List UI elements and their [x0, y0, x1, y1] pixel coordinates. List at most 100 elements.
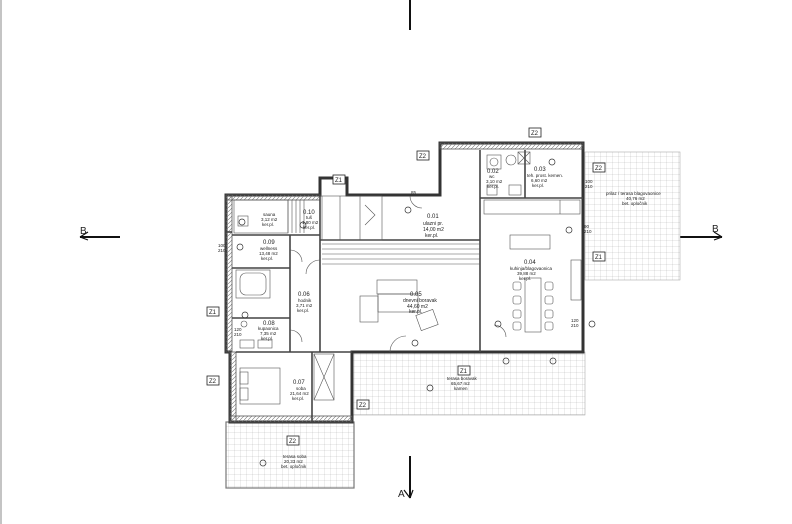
room-label-0-07: 0.07 soba 21,64 m2 ker.pl. — [290, 380, 309, 401]
svg-text:Z2: Z2 — [209, 379, 217, 385]
tag-z2-top: Z2 — [528, 127, 542, 138]
svg-text:210: 210 — [234, 332, 242, 337]
opening-dimensions: 100 210 85 120 210 90 210 100 210 120 21… — [218, 179, 593, 337]
svg-text:prilaz / terasa blagovaonice: prilaz / terasa blagovaonice — [606, 191, 661, 196]
level-markers — [236, 158, 596, 467]
svg-text:bet. opločnik: bet. opločnik — [281, 464, 307, 469]
svg-text:1,80 m2: 1,80 m2 — [302, 220, 319, 225]
room-label-0-02: 0.02 wc 3,10 m2 ker.pl. — [486, 169, 503, 189]
svg-text:ker.pl.: ker.pl. — [303, 225, 315, 230]
svg-text:terasa soba: terasa soba — [283, 454, 307, 459]
svg-text:0.01: 0.01 — [427, 214, 439, 220]
svg-text:ulazni pr.: ulazni pr. — [423, 221, 443, 227]
svg-text:ker.pl.: ker.pl. — [409, 309, 422, 315]
svg-text:Z2: Z2 — [595, 166, 603, 172]
staircase — [321, 195, 480, 265]
svg-text:0.07: 0.07 — [293, 380, 305, 386]
svg-text:13,48 m2: 13,48 m2 — [259, 251, 278, 256]
dining-table — [512, 277, 554, 333]
svg-text:hodnik: hodnik — [298, 298, 312, 303]
svg-text:kupaonica: kupaonica — [258, 326, 279, 331]
tag-z2-room: Z2 — [206, 375, 220, 386]
svg-text:0.05: 0.05 — [410, 292, 422, 298]
section-arrow-left — [79, 231, 89, 241]
svg-text:210: 210 — [585, 184, 593, 189]
svg-text:wc: wc — [489, 174, 495, 179]
svg-text:14,00 m2: 14,00 m2 — [423, 227, 444, 233]
svg-text:bet. opločnik: bet. opločnik — [622, 201, 648, 206]
svg-text:0.10: 0.10 — [303, 210, 315, 216]
tag-z1-stair: Z1 — [332, 174, 346, 185]
tag-z2-wc: Z2 — [416, 150, 430, 161]
svg-text:40,76 m2: 40,76 m2 — [626, 196, 645, 201]
terrace-label-room: terasa soba 20,33 m2 bet. opločnik — [281, 454, 307, 469]
svg-text:ker.pl.: ker.pl. — [261, 336, 273, 341]
wall-hatch-top-left — [225, 194, 321, 201]
svg-text:90: 90 — [584, 224, 590, 229]
svg-text:20,33 m2: 20,33 m2 — [284, 459, 303, 464]
interior-walls — [226, 150, 583, 422]
svg-text:ker.pl.: ker.pl. — [262, 222, 274, 227]
kitchen-counters — [483, 199, 582, 301]
tag-z2-wardrobe: Z2 — [356, 399, 370, 410]
room-label-0-08: 0.08 kupaonica 7,35 m2 ker.pl. — [258, 321, 279, 341]
bathroom-fixtures — [239, 151, 531, 349]
jacuzzi — [235, 269, 271, 299]
svg-text:120: 120 — [234, 327, 242, 332]
svg-text:ker.pl.: ker.pl. — [261, 256, 273, 261]
svg-text:Z2: Z2 — [289, 439, 297, 445]
svg-text:7,35 m2: 7,35 m2 — [260, 331, 277, 336]
svg-text:sauna: sauna — [263, 212, 276, 217]
room-label-0-05: 0.05 dnevni boravak 44,60 m2 ker.pl. — [403, 292, 437, 315]
svg-text:ker.pl.: ker.pl. — [297, 308, 309, 313]
svg-text:0.02: 0.02 — [487, 169, 499, 175]
wardrobe — [313, 353, 335, 401]
svg-text:6,60 m2: 6,60 m2 — [531, 178, 548, 183]
section-mark-a-bottom: A — [398, 489, 405, 500]
tag-z1-south: Z1 — [457, 365, 471, 376]
svg-text:kamen: kamen — [454, 386, 468, 391]
svg-text:tuš: tuš — [306, 215, 313, 220]
wall-hatch-room-south — [229, 415, 353, 423]
svg-text:3,12 m2: 3,12 m2 — [261, 217, 278, 222]
svg-text:Z1: Z1 — [460, 369, 468, 375]
svg-text:kuhinja/blagovaonica: kuhinja/blagovaonica — [510, 266, 553, 271]
svg-text:ker.pl.: ker.pl. — [532, 183, 544, 188]
tag-z2-terrace: Z2 — [286, 435, 300, 446]
tag-z2-tech: Z2 — [592, 162, 606, 173]
svg-text:dnevni boravak: dnevni boravak — [403, 298, 437, 304]
svg-text:teh. prost. kemen.: teh. prost. kemen. — [527, 173, 563, 178]
room-label-0-09: 0.09 wellness 13,48 m2 ker.pl. — [259, 240, 278, 261]
svg-text:100: 100 — [585, 179, 593, 184]
room-label-0-03: 0.03 teh. prost. kemen. 6,60 m2 ker.pl. — [527, 167, 563, 188]
room-label-sauna: sauna 3,12 m2 ker.pl. — [261, 212, 278, 227]
svg-text:3,71 m2: 3,71 m2 — [296, 303, 313, 308]
terrace-label-south: terasa boravak 65,67 m2 kamen — [447, 376, 478, 391]
svg-text:21,64 m2: 21,64 m2 — [290, 391, 309, 396]
svg-text:100: 100 — [218, 243, 226, 248]
room-label-0-10: 0.10 tuš 1,80 m2 ker.pl. — [302, 210, 319, 230]
svg-text:Z2: Z2 — [531, 131, 539, 137]
section-mark-b-right: B — [712, 224, 719, 235]
svg-text:210: 210 — [584, 229, 592, 234]
wall-hatch-west — [225, 194, 233, 353]
svg-text:3,10 m2: 3,10 m2 — [486, 179, 503, 184]
svg-text:Z1: Z1 — [595, 255, 603, 261]
svg-text:0.04: 0.04 — [524, 260, 536, 266]
svg-text:terasa boravak: terasa boravak — [447, 376, 478, 381]
wall-hatch-north — [439, 142, 584, 150]
door-swings — [289, 195, 507, 353]
svg-text:210: 210 — [571, 323, 579, 328]
svg-text:ker.pl.: ker.pl. — [519, 276, 531, 281]
svg-text:ker.pl.: ker.pl. — [292, 396, 304, 401]
svg-text:Z2: Z2 — [419, 154, 427, 160]
svg-text:Z1: Z1 — [209, 310, 217, 316]
svg-text:210: 210 — [218, 248, 226, 253]
terrace-south — [351, 351, 586, 416]
terrace-room — [225, 421, 355, 489]
tag-z1-east: Z1 — [592, 251, 606, 262]
svg-text:44,60 m2: 44,60 m2 — [407, 304, 428, 310]
svg-text:Z2: Z2 — [359, 403, 367, 409]
svg-text:0.03: 0.03 — [534, 167, 546, 173]
svg-text:85: 85 — [411, 190, 417, 195]
